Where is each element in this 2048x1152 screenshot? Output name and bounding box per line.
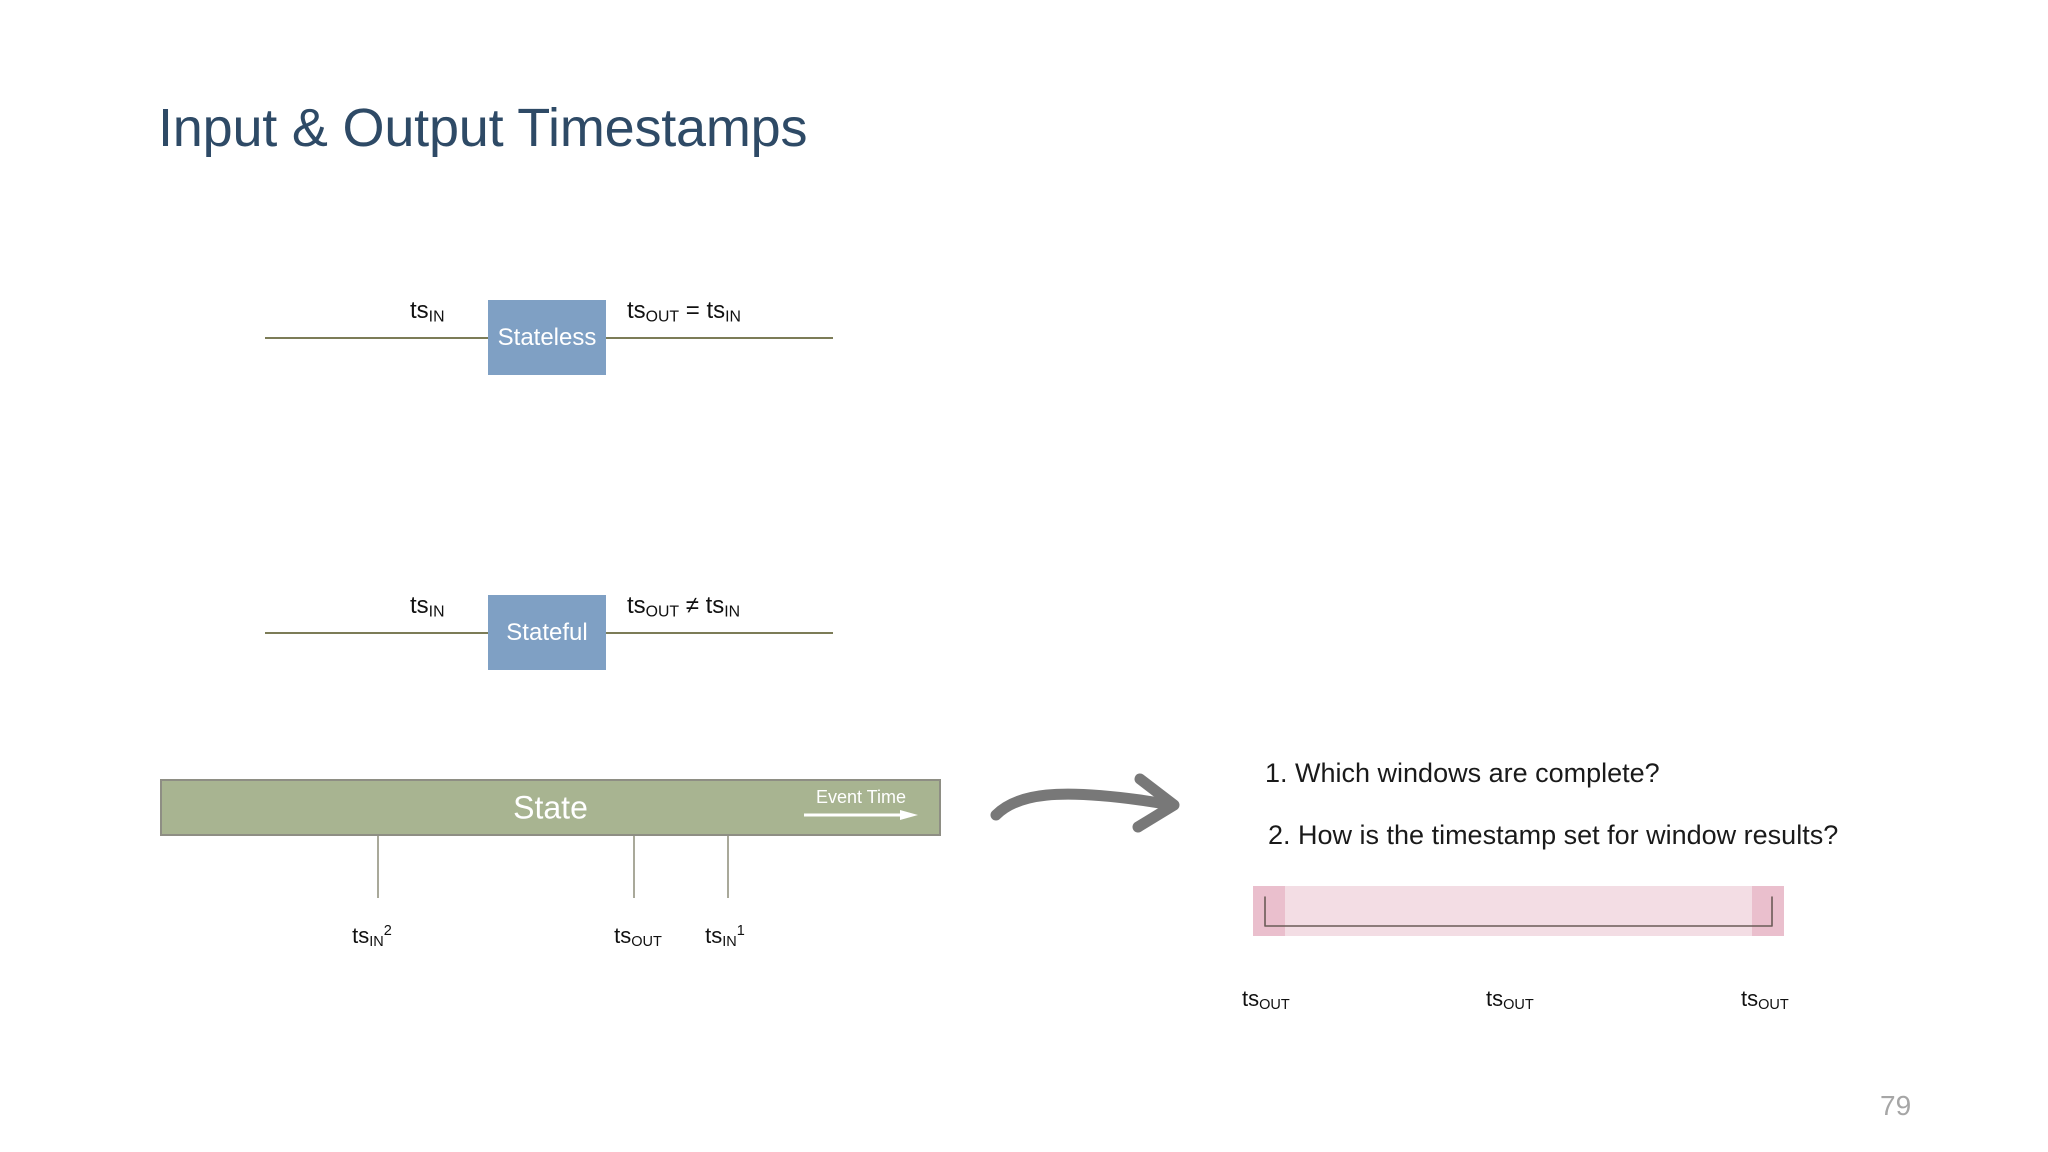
event-time-axis: Event Time <box>797 787 925 821</box>
stateless-input-sub: IN <box>428 308 445 326</box>
stateful-output-tail: ts <box>705 592 725 619</box>
window-cap-right <box>1752 886 1784 936</box>
state-tick-3 <box>727 836 729 898</box>
state-tick-label-2: tsOUT <box>614 923 662 951</box>
window-out-label-1-lead: ts <box>1242 986 1260 1011</box>
state-bar: State Event Time <box>160 779 941 836</box>
state-tick-label-1-sup: 2 <box>383 923 392 940</box>
stateless-input-label: tsIN <box>410 297 445 326</box>
question-1: 1. Which windows are complete? <box>1265 758 1660 788</box>
right-arrow-icon <box>804 810 918 820</box>
window-out-label-3-lead: ts <box>1741 986 1759 1011</box>
window-out-label-2: tsOUT <box>1486 986 1534 1014</box>
state-tick-label-2-lead: ts <box>614 923 632 948</box>
stateful-output-label: tsOUT ≠ tsIN <box>627 592 741 621</box>
state-tick-label-2-sub: OUT <box>631 934 662 951</box>
state-tick-label-1: tsIN2 <box>352 923 392 951</box>
stateless-output-tail: ts <box>706 297 726 324</box>
stateless-output-lead-sub: OUT <box>645 308 680 326</box>
state-tick-label-1-lead: ts <box>352 923 370 948</box>
stateless-output-tail-sub: IN <box>725 308 741 326</box>
state-tick-label-1-sub: IN <box>369 934 384 951</box>
state-tick-label-3-lead: ts <box>705 923 723 948</box>
state-tick-2 <box>633 836 635 898</box>
stateful-output-tail-sub: IN <box>724 603 741 621</box>
page-number: 79 <box>1880 1090 1912 1121</box>
page-title: Input & Output Timestamps <box>158 98 808 158</box>
stateless-operator-label: Stateless <box>497 323 597 351</box>
stateful-operator-box: Stateful <box>488 595 606 670</box>
window-out-label-2-lead: ts <box>1486 986 1504 1011</box>
stateful-output-lead: ts <box>627 592 646 619</box>
stateless-output-operator: = <box>679 297 707 324</box>
window-out-label-1-sub: OUT <box>1259 997 1290 1014</box>
window-result-bar <box>1253 886 1784 936</box>
stateful-output-operator: ≠ <box>679 592 706 619</box>
window-cap-left <box>1253 886 1285 936</box>
stateless-flow-diagram: tsIN Stateless tsOUT = tsIN <box>265 285 833 395</box>
stateful-flow-diagram: tsIN Stateful tsOUT ≠ tsIN <box>265 580 833 690</box>
state-tick-label-3-sup: 1 <box>736 923 745 940</box>
stateful-input-sub: IN <box>428 603 445 621</box>
stateful-operator-label: Stateful <box>506 618 588 646</box>
stateless-operator-box: Stateless <box>488 300 606 375</box>
window-out-label-1: tsOUT <box>1242 986 1290 1014</box>
stateful-input-lead: ts <box>410 592 429 619</box>
question-2: 2. How is the timestamp set for window r… <box>1268 820 1839 850</box>
stateless-output-lead: ts <box>627 297 646 324</box>
event-time-label: Event Time <box>815 787 907 807</box>
window-out-label-3-sub: OUT <box>1758 997 1789 1014</box>
stateful-input-label: tsIN <box>410 592 445 621</box>
window-brace-icon <box>1262 896 1775 932</box>
state-bar-label: State <box>513 789 588 825</box>
window-out-label-3: tsOUT <box>1741 986 1789 1014</box>
state-tick-label-3-sub: IN <box>722 934 737 951</box>
curved-arrow-icon <box>990 773 1180 833</box>
state-tick-label-3: tsIN1 <box>705 923 745 951</box>
state-tick-1 <box>377 836 379 898</box>
stateful-output-lead-sub: OUT <box>645 603 680 621</box>
stateless-output-label: tsOUT = tsIN <box>627 297 741 326</box>
stateless-input-lead: ts <box>410 297 429 324</box>
window-out-label-2-sub: OUT <box>1503 997 1534 1014</box>
